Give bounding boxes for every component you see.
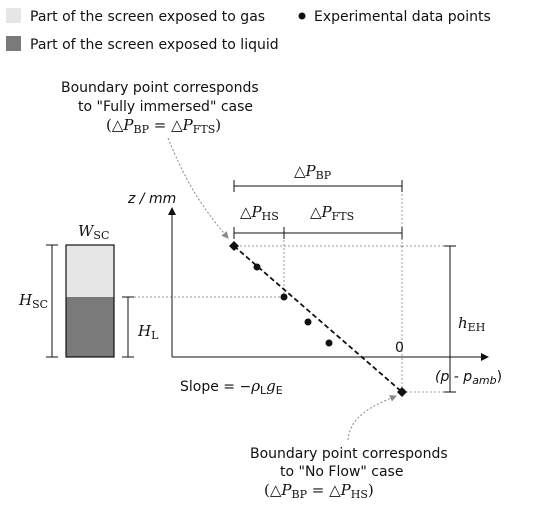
top-annotation-line1: Boundary point corresponds [61, 80, 259, 96]
data-point [280, 293, 288, 301]
bottom-annotation-equation: (△PBP = △PHS) [264, 481, 374, 501]
legend-points-label: Experimental data points [314, 9, 491, 25]
top-annotation-line2: to "Fully immersed" case [78, 99, 253, 115]
screen-height-label: HSC [18, 291, 48, 311]
bottom-annotation-line2: to "No Flow" case [280, 464, 403, 480]
origin-label: 0 [395, 340, 404, 356]
data-point [253, 263, 261, 271]
top-annotation-arrow [167, 137, 229, 239]
legend-gas-swatch [6, 8, 21, 23]
data-point [325, 339, 333, 347]
legend-point-marker [298, 12, 306, 20]
legend-liquid-label: Part of the screen exposed to liquid [30, 37, 279, 53]
screen-outline [65, 244, 115, 358]
data-point [304, 318, 312, 326]
dp-bp-label: △PBP [294, 162, 332, 182]
z-axis-label: z / mm [127, 191, 176, 207]
data-trend-line [233, 245, 403, 393]
slope-label: Slope = −ρLgE [180, 377, 283, 397]
bottom-annotation-line1: Boundary point corresponds [250, 446, 448, 462]
boundary-point-bottom [397, 387, 407, 397]
screen-width-label: WSC [78, 222, 109, 242]
legend-gas-label: Part of the screen exposed to gas [30, 9, 265, 25]
liquid-height-label: HL [137, 322, 159, 342]
boundary-point-top [229, 241, 239, 251]
eh-label: hEH [458, 314, 485, 334]
screen-gas-part [66, 245, 114, 297]
top-annotation-equation: (△PBP = △PFTS) [106, 116, 221, 136]
bottom-annotation-arrow [347, 395, 397, 441]
pressure-axis-label: (p - pamb) [435, 369, 502, 387]
screen-liquid-part [66, 297, 114, 357]
dp-fts-label: △PFTS [310, 203, 354, 223]
legend-liquid-swatch [6, 36, 21, 51]
dp-hs-label: △PHS [240, 203, 279, 223]
